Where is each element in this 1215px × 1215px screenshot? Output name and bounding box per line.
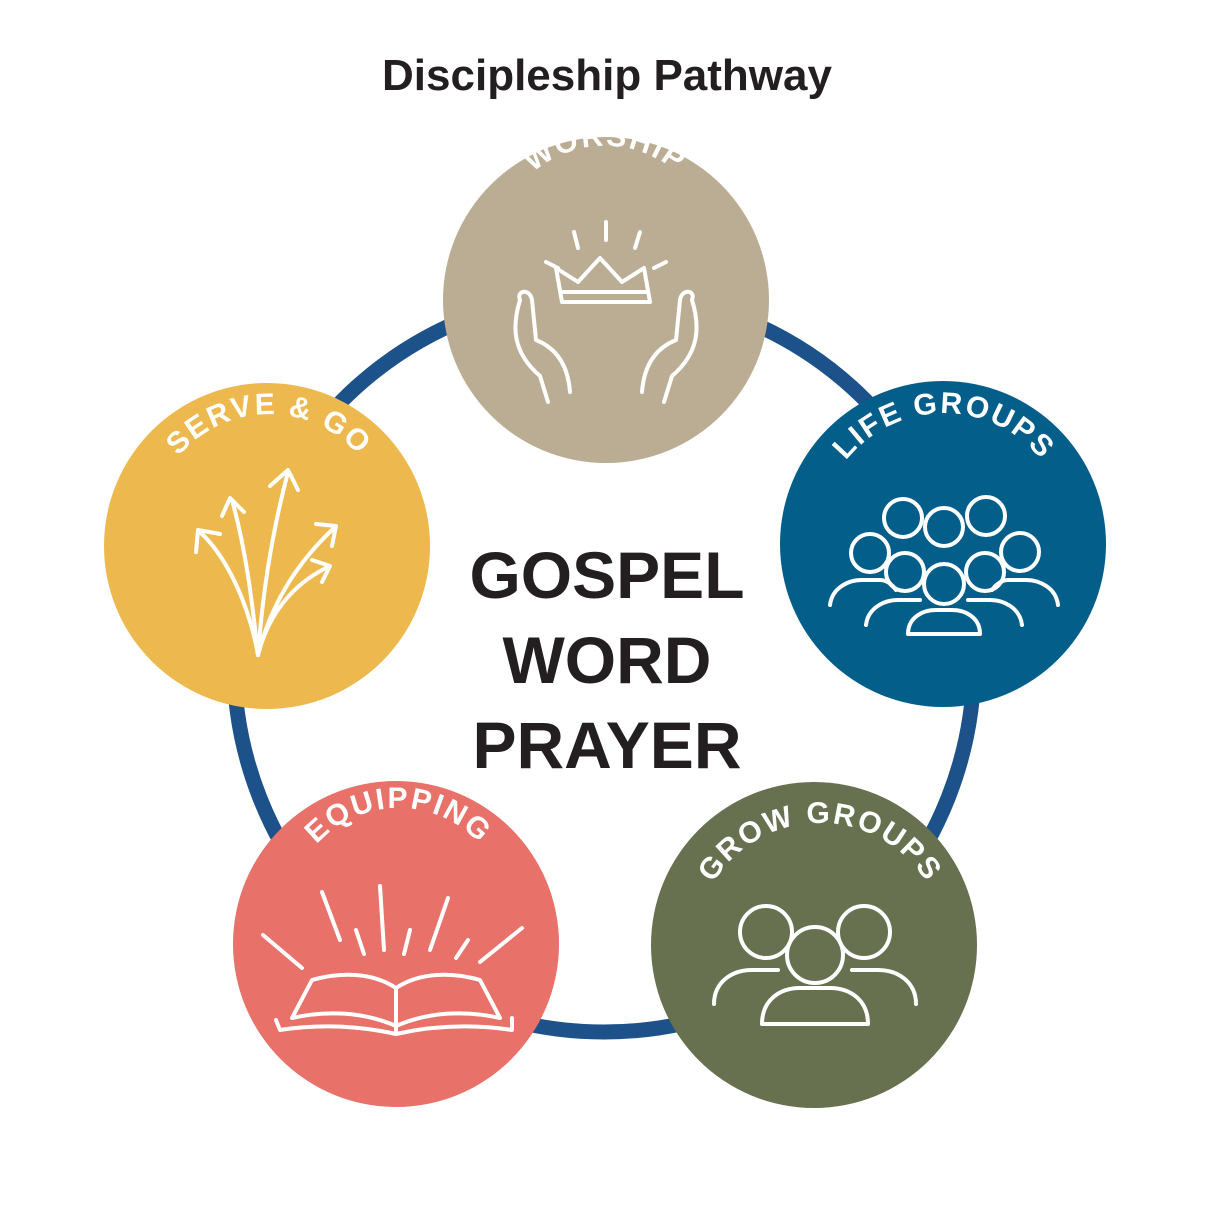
node-serve-go: SERVE & GO — [104, 383, 430, 709]
crowd-icon — [828, 495, 1060, 636]
node-life-groups: LIFE GROUPS — [780, 381, 1106, 707]
center-text: GOSPEL WORD PRAYER — [469, 538, 744, 782]
open-book-icon — [261, 884, 524, 1036]
center-line-gospel: GOSPEL — [469, 538, 744, 612]
page-title: Discipleship Pathway — [382, 51, 832, 100]
three-people-icon — [712, 904, 918, 1026]
hands-crown-icon — [513, 220, 699, 404]
center-line-prayer: PRAYER — [473, 708, 742, 782]
node-worship: WORSHIP — [443, 119, 769, 463]
equipping-circle — [233, 781, 559, 1107]
serve-go-circle — [104, 383, 430, 709]
node-equipping: EQUIPPING — [233, 781, 559, 1107]
node-grow-groups: GROW GROUPS — [651, 782, 977, 1108]
center-line-word: WORD — [503, 623, 712, 697]
arrows-icon — [194, 468, 338, 657]
grow-groups-circle — [651, 782, 977, 1108]
